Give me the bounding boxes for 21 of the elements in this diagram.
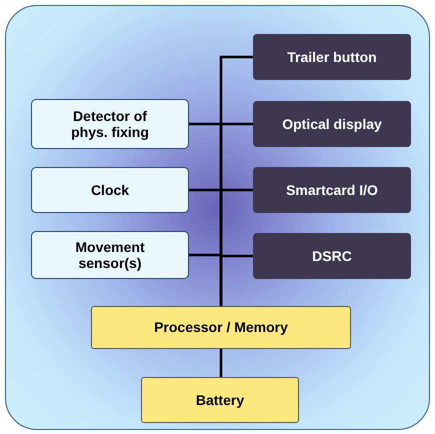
- component-label: Clock: [90, 182, 130, 198]
- component-box: [91, 306, 351, 349]
- component-box: [253, 34, 411, 80]
- component-label: Battery: [194, 392, 246, 408]
- component-label: Processor / Memory: [153, 319, 289, 336]
- component-label: Trailer button: [286, 48, 378, 66]
- component-box: [31, 231, 189, 279]
- component-label: Optical display: [281, 116, 383, 132]
- component-box: [253, 167, 411, 213]
- component-box: [141, 377, 299, 423]
- connector-line: [220, 254, 253, 306]
- component-box: [253, 233, 411, 279]
- component-box: [253, 101, 411, 147]
- component-label: DSRC: [311, 248, 353, 264]
- component-label: Movement sensor(s): [74, 238, 146, 272]
- component-label: Smartcard I/O: [285, 182, 379, 198]
- component-box: [31, 99, 189, 149]
- connector-line: [220, 349, 222, 377]
- panel-background: [5, 5, 430, 430]
- component-label: Detector of phys. fixing: [70, 108, 150, 140]
- component-box: [31, 167, 189, 213]
